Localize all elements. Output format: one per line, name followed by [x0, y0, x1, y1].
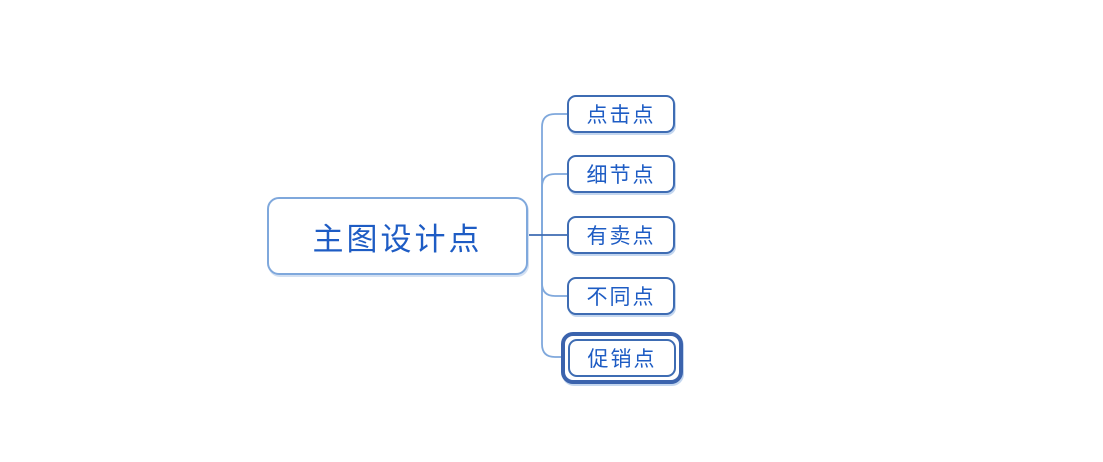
child-node-detail-point[interactable]: 细节点 [567, 155, 675, 193]
selected-node-ring: 促销点 [561, 332, 683, 384]
child-node-selling-point[interactable]: 有卖点 [567, 216, 675, 254]
root-node-label: 主图设计点 [312, 221, 483, 258]
branch-line-5 [541, 235, 562, 358]
branch-line-2 [541, 173, 567, 235]
child-node-label: 促销点 [587, 347, 657, 371]
child-node-label: 点击点 [586, 103, 656, 127]
child-node-click-point[interactable]: 点击点 [567, 95, 675, 133]
child-node-label: 细节点 [586, 163, 656, 187]
child-node-label: 有卖点 [586, 224, 656, 248]
child-node-promotion-point-selected[interactable]: 促销点 [568, 339, 676, 377]
child-node-label: 不同点 [586, 285, 656, 309]
root-node[interactable]: 主图设计点 [267, 197, 528, 275]
branch-line-1 [541, 113, 567, 235]
branch-line-4 [541, 235, 567, 297]
child-node-difference-point[interactable]: 不同点 [567, 277, 675, 315]
